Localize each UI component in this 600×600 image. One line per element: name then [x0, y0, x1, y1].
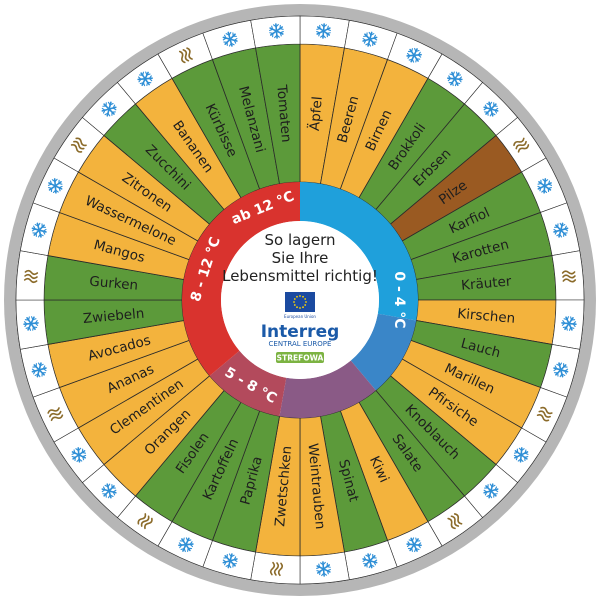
snowflake-icon — [137, 71, 153, 87]
brand-logo-text: Interreg — [261, 322, 340, 342]
center-title-line-2: Sie Ihre — [272, 249, 329, 267]
heat-waves-icon — [178, 47, 193, 64]
temperature-zone-1 — [350, 313, 417, 391]
heat-waves-icon — [269, 561, 284, 577]
temperature-zone-3 — [209, 350, 287, 417]
snowflake-icon — [316, 561, 331, 577]
snowflake-icon — [406, 537, 422, 553]
segment-label: Kräuter — [460, 273, 512, 293]
segment-label: Äpfel — [305, 96, 326, 132]
brand-subtitle: CENTRAL EUROPE — [269, 340, 332, 348]
snowflake-icon — [362, 31, 378, 47]
center-title-line-1: So lagern — [265, 231, 336, 249]
snowflake-icon — [47, 178, 63, 194]
heat-waves-icon — [513, 137, 530, 153]
snowflake-icon — [71, 447, 87, 463]
snowflake-icon — [483, 101, 499, 117]
snowflake-icon — [483, 483, 499, 499]
segment-label: Tomaten — [273, 83, 294, 143]
heat-waves-icon — [536, 406, 553, 422]
heat-waves-icon — [23, 269, 39, 284]
temperature-zone-4 — [182, 182, 300, 376]
heat-waves-icon — [137, 513, 153, 530]
eu-flag-icon — [285, 292, 315, 312]
segment-label: Kirschen — [457, 306, 516, 327]
snowflake-icon — [447, 71, 463, 87]
snowflake-icon — [362, 553, 378, 569]
snowflake-icon — [222, 31, 238, 47]
snowflake-icon — [561, 316, 577, 331]
snowflake-icon — [23, 316, 39, 331]
temperature-zone-2 — [279, 360, 376, 418]
segment-label: Zwetschken — [272, 445, 295, 527]
segment-label: Weintrauben — [305, 443, 328, 530]
snowflake-icon — [537, 178, 553, 194]
project-name: STREFOWA — [277, 354, 324, 363]
snowflake-icon — [553, 362, 569, 378]
snowflake-icon — [316, 23, 331, 39]
heat-waves-icon — [561, 270, 577, 283]
center-content: So lagern Sie Ihre Lebensmittel richtig!… — [222, 231, 378, 363]
snowflake-icon — [31, 222, 47, 238]
snowflake-icon — [222, 553, 238, 569]
snowflake-icon — [31, 362, 47, 378]
snowflake-icon — [553, 222, 569, 238]
temperature-label: 0 - 4 °C — [391, 271, 407, 328]
eu-caption: European Union — [284, 314, 316, 319]
snowflake-icon — [101, 101, 117, 117]
heat-waves-icon — [447, 513, 463, 530]
outer-cell-zwetschken — [250, 551, 301, 585]
segment-label: Zwiebeln — [82, 306, 145, 327]
snowflake-icon — [178, 537, 194, 553]
temperature-zone-0 — [300, 182, 418, 321]
heat-waves-icon — [70, 137, 87, 153]
snowflake-icon — [406, 47, 422, 63]
outer-icons-layer — [23, 23, 577, 577]
project-badge — [276, 352, 324, 363]
snowflake-icon — [513, 447, 529, 463]
center-title-line-3: Lebensmittel richtig! — [222, 267, 378, 285]
temperature-ring — [182, 182, 418, 418]
snowflake-icon — [269, 23, 284, 39]
segment-label: Gurken — [89, 274, 139, 294]
outer-cell-gurken — [15, 250, 49, 301]
snowflake-icon — [101, 483, 117, 499]
heat-waves-icon — [47, 407, 64, 422]
